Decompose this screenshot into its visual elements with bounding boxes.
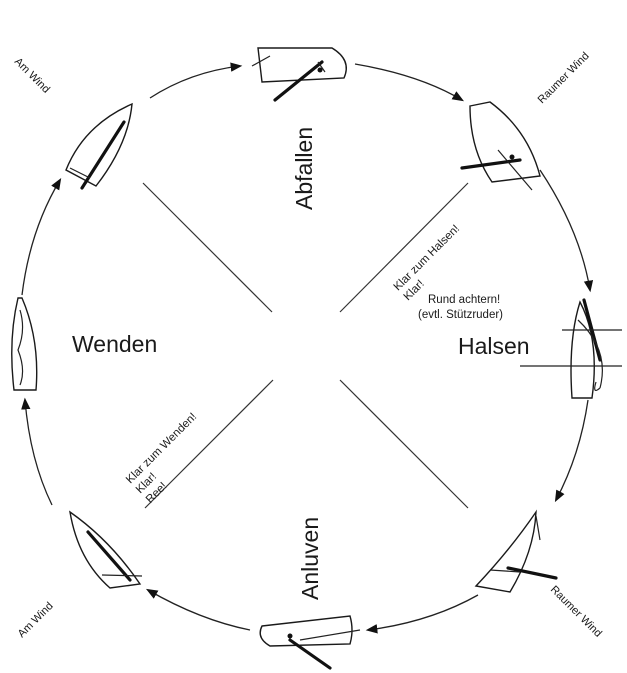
arrow-arc (25, 400, 52, 505)
boat-left (12, 298, 37, 390)
boat-upper-left (66, 104, 132, 188)
label-raumer-wind-bottom: Raumer Wind (548, 584, 604, 640)
rund-achtern-note: (evtl. Stützruder) (418, 309, 503, 321)
arrow-arc (150, 66, 240, 98)
arrow-arc (556, 400, 588, 500)
arrow-arc (368, 595, 478, 630)
rund-achtern-line: Rund achtern! (428, 294, 500, 306)
arrow-arc (355, 64, 462, 100)
command-line: Klar zum Halsen! (392, 223, 462, 293)
arrow-arc (22, 180, 60, 295)
boat-top (252, 48, 346, 100)
divider-line (143, 183, 272, 312)
boat-lower-left (70, 512, 142, 588)
label-abfallen: Abfallen (291, 127, 317, 210)
divider-line (340, 380, 468, 508)
wenden-commands: Klar zum Wenden! Klar! Ree! (124, 411, 219, 506)
boat-upper-right (462, 102, 540, 190)
boat-right-jibe (520, 300, 622, 398)
command-line: Klar zum Wenden! (124, 411, 199, 486)
label-wenden: Wenden (72, 331, 157, 357)
halsen-commands: Klar zum Halsen! Klar! (392, 223, 472, 303)
arrow-arc (540, 170, 590, 290)
label-anluven: Anluven (297, 517, 323, 600)
label-am-wind-top: Am Wind (12, 56, 52, 96)
label-halsen: Halsen (458, 333, 530, 359)
boat-bottom (260, 616, 360, 668)
label-am-wind-bottom: Am Wind (16, 600, 56, 640)
sector-dividers (143, 183, 468, 508)
boat-lower-right (476, 512, 556, 592)
arrow-arc (148, 590, 250, 630)
label-raumer-wind-top: Raumer Wind (536, 50, 592, 106)
